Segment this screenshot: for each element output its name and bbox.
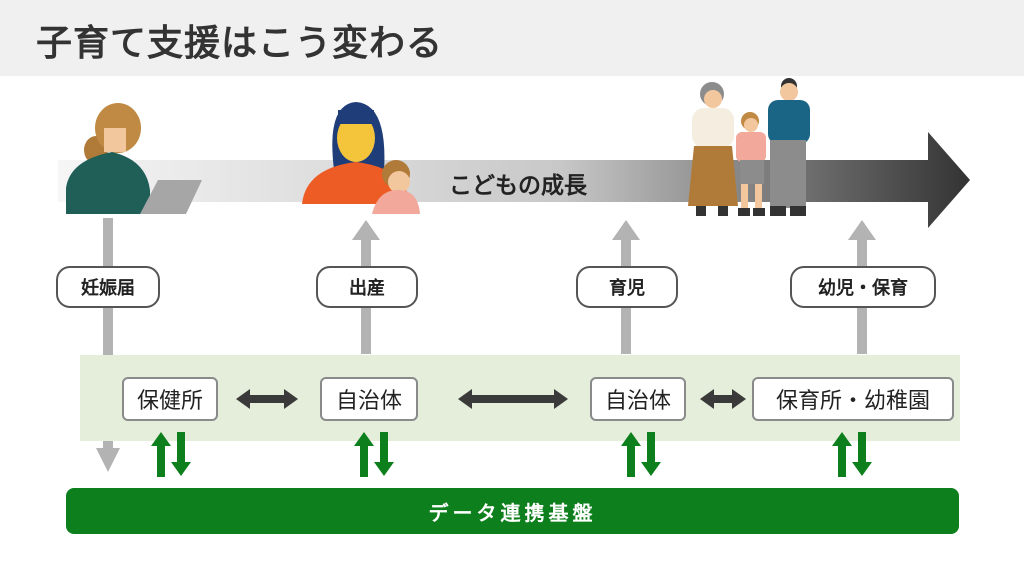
org-nursery-kindergarten: 保育所・幼稚園 — [752, 377, 954, 421]
mother-with-baby-figure — [302, 102, 420, 214]
header-bar: 子育て支援はこう変わる — [0, 0, 1024, 76]
bidirectional-arrow-2 — [458, 389, 568, 409]
page-title: 子育て支援はこう変わる — [36, 23, 444, 64]
org-municipality-2: 自治体 — [590, 377, 686, 421]
org-municipality-1: 自治体 — [320, 377, 418, 421]
pregnant-woman-figure — [66, 103, 202, 214]
org-health-center: 保健所 — [122, 377, 218, 421]
bidirectional-arrow-1 — [236, 389, 298, 409]
growth-arrow-label: こどもの成長 — [449, 173, 587, 199]
stage-childcare: 育児 — [576, 266, 678, 308]
sync-arrows-nursery — [832, 432, 872, 477]
growth-arrow — [58, 132, 970, 228]
stage-early-childhood: 幼児・保育 — [790, 266, 936, 308]
bidirectional-arrow-3 — [700, 389, 746, 409]
sync-arrows-health-center — [151, 432, 191, 477]
sync-arrows-municipality-2 — [621, 432, 661, 477]
down-arrow-pregnancy — [96, 218, 120, 472]
stage-pregnancy: 妊娠届 — [56, 266, 160, 308]
family-figure — [688, 78, 810, 216]
sync-arrows-municipality-1 — [354, 432, 394, 477]
data-platform-bar: データ連携基盤 — [66, 488, 959, 534]
stage-birth: 出産 — [316, 266, 418, 308]
